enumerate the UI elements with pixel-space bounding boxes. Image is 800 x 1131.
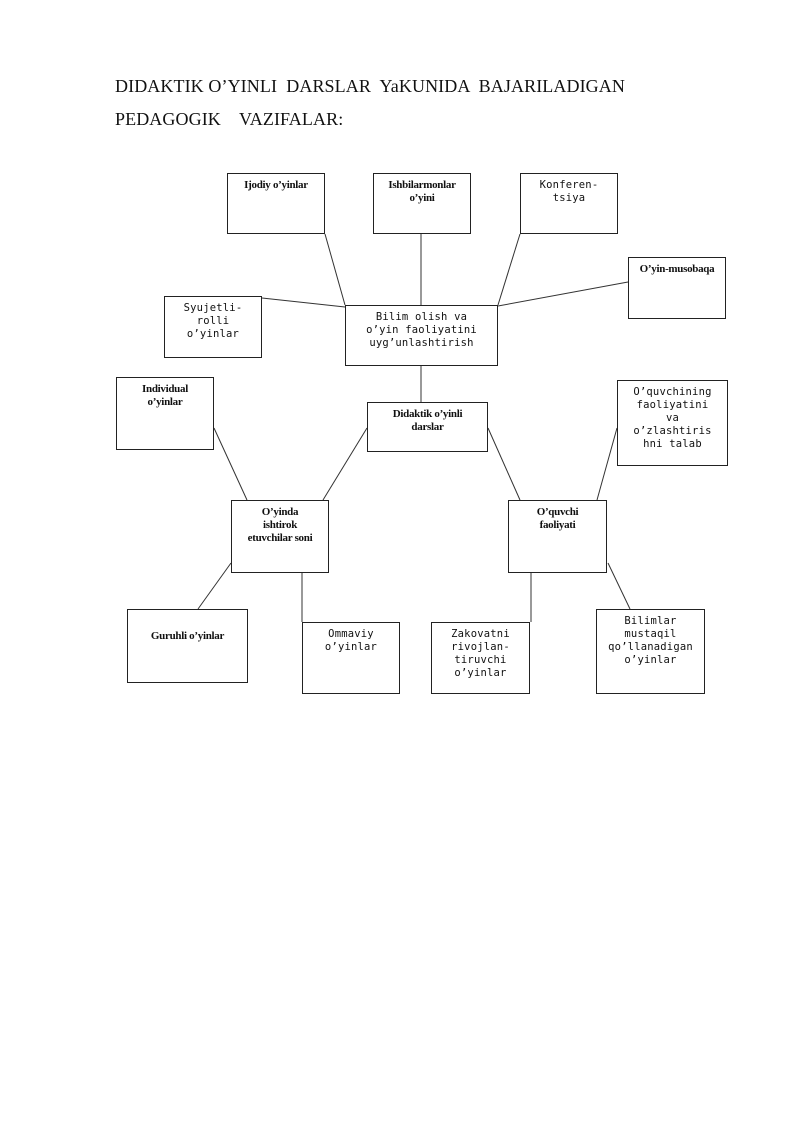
node-ommaviy-oyinlar-label: Ommaviy o’yinlar — [324, 628, 378, 653]
node-oyin-musobaqa: O’yin-musobaqa — [628, 257, 726, 319]
node-oquvchining-faoliyatini-label: O’quvchining faoliyatini va o’zlashtiris… — [633, 386, 712, 450]
connector-didaktik-faoliyati — [487, 427, 521, 501]
node-ishbilarmonlar-oyini-label: Ishbilarmonlar o’yini — [388, 179, 456, 204]
node-ommaviy-oyinlar: Ommaviy o’yinlar — [302, 622, 400, 694]
node-oquvchining-faoliyatini: O’quvchining faoliyatini va o’zlashtiris… — [617, 380, 728, 466]
node-zakovatni-rivojlantiruvchi-label: Zakovatni rivojlan- tiruvchi o’yinlar — [451, 628, 510, 679]
node-oyinda-ishtirok-label: O’yinda ishtirok etuvchilar soni — [247, 506, 313, 544]
connector-oquvchining-faoliyati — [596, 427, 618, 501]
node-oquvchi-faoliyati: O’quvchi faoliyati — [508, 500, 607, 573]
node-konferentsiya: Konferen- tsiya — [520, 173, 618, 234]
node-oquvchi-faoliyati-label: O’quvchi faoliyati — [536, 506, 579, 531]
node-syujetli-rolli-oyinlar: Syujetli- rolli o’yinlar — [164, 296, 262, 358]
node-didaktik-oyinli-darslar-label: Didaktik o’yinli darslar — [392, 408, 463, 433]
connector-individual-ishtirok — [213, 427, 248, 501]
node-bilim-olish: Bilim olish va o’yin faoliyatini uyg’unl… — [345, 305, 498, 366]
node-guruhli-oyinlar: Guruhli o’yinlar — [127, 609, 248, 683]
node-guruhli-oyinlar-label: Guruhli o’yinlar — [150, 630, 225, 642]
connector-faoliyati-bilimlar — [607, 562, 631, 610]
node-individual-oyinlar: Individual o’yinlar — [116, 377, 214, 450]
node-syujetli-rolli-oyinlar-label: Syujetli- rolli o’yinlar — [183, 302, 243, 340]
connector-syujetli-bilim — [261, 297, 346, 308]
node-bilimlar-mustaqil: Bilimlar mustaqil qo’llanadigan o’yinlar — [596, 609, 705, 694]
page-title-line-2: PEDAGOGIK VAZIFALAR: — [115, 109, 344, 129]
connector-konferentsiya-bilim — [497, 233, 521, 306]
node-individual-oyinlar-label: Individual o’yinlar — [142, 383, 188, 408]
node-oyin-musobaqa-label: O’yin-musobaqa — [639, 263, 715, 275]
node-oyinda-ishtirok-etuvchilar-soni: O’yinda ishtirok etuvchilar soni — [231, 500, 329, 573]
node-ijodiy-oyinlar-label: Ijodiy o’yinlar — [244, 179, 308, 191]
node-bilimlar-mustaqil-label: Bilimlar mustaqil qo’llanadigan o’yinlar — [608, 615, 693, 666]
connector-didaktik-ishtirok — [322, 427, 368, 501]
node-bilim-olish-label: Bilim olish va o’yin faoliyatini uyg’unl… — [366, 311, 477, 349]
node-didaktik-oyinli-darslar: Didaktik o’yinli darslar — [367, 402, 488, 452]
connector-musobaqa-bilim — [497, 281, 629, 307]
node-ijodiy-oyinlar: Ijodiy o’yinlar — [227, 173, 325, 234]
page-title-line-1: DIDAKTIK O’YINLI DARSLAR YaKUNIDA BAJARI… — [115, 76, 625, 96]
connector-ishtirok-guruhli — [197, 562, 232, 610]
node-konferentsiya-label: Konferen- tsiya — [539, 179, 599, 204]
node-ishbilarmonlar-oyini: Ishbilarmonlar o’yini — [373, 173, 471, 234]
connector-ijodiy-bilim — [324, 233, 346, 306]
node-zakovatni-rivojlantiruvchi: Zakovatni rivojlan- tiruvchi o’yinlar — [431, 622, 530, 694]
